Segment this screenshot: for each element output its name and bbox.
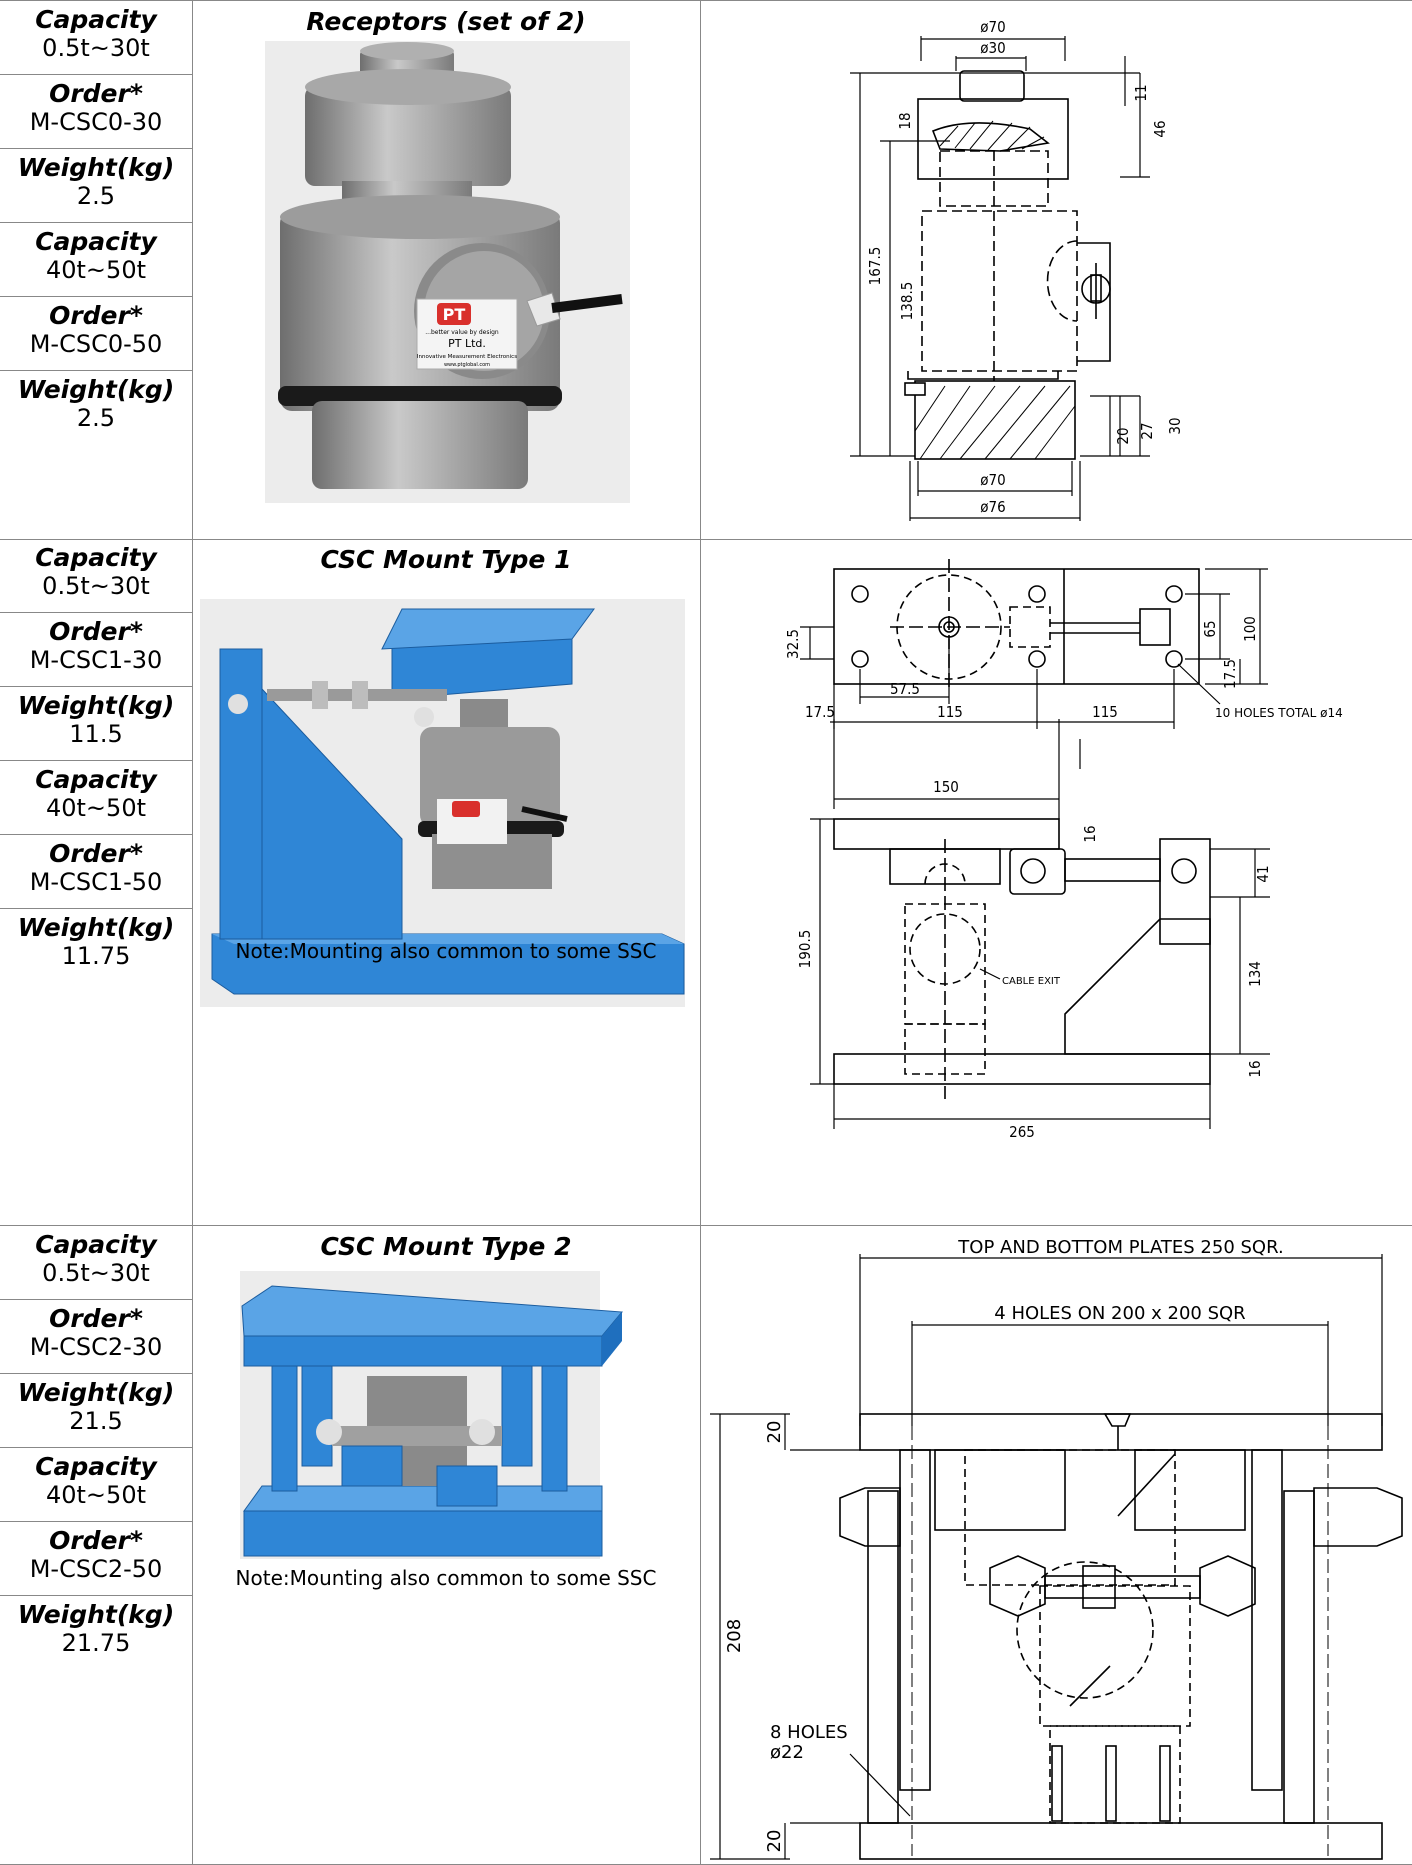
dim-label: 100 bbox=[1241, 616, 1259, 642]
dim-label: 65 bbox=[1201, 620, 1219, 637]
mount-type-2-technical-drawing: TOP AND BOTTOM PLATES 250 SQR. 4 HOLES O… bbox=[710, 1237, 1403, 1860]
dim-label: 30 bbox=[1166, 417, 1184, 434]
dim-label: ø30 bbox=[980, 39, 1005, 57]
dim-label: 20 bbox=[764, 1421, 785, 1444]
label-url: www.ptglobal.com bbox=[444, 362, 490, 368]
dim-label: 150 bbox=[933, 778, 959, 796]
dim-label: 17.5 bbox=[1221, 659, 1239, 689]
spec-order: Order*M-CSC1-30 bbox=[0, 613, 192, 687]
image-column: CSC Mount Type 2 Note:Mounting also bbox=[192, 1226, 701, 1864]
drawing-column: TOP AND BOTTOM PLATES 250 SQR. 4 HOLES O… bbox=[700, 1226, 1412, 1864]
pt-logo: PT bbox=[443, 305, 466, 324]
image-column: Receptors (set of 2) PT bbox=[192, 1, 701, 539]
dim-label: ø70 bbox=[980, 471, 1005, 489]
section-title: Receptors (set of 2) bbox=[306, 7, 586, 36]
dim-label: ø76 bbox=[980, 498, 1005, 516]
spec-order: Order*M-CSC2-50 bbox=[0, 1522, 192, 1596]
dim-label: 265 bbox=[1009, 1123, 1035, 1141]
mount-type-1-technical-drawing: 32.5 57.5 17.5 115 115 65 100 17.5 10 HO… bbox=[784, 559, 1343, 1141]
dim-label: 16 bbox=[1246, 1060, 1264, 1077]
dim-label: 20 bbox=[1114, 427, 1132, 444]
dim-label: 20 bbox=[764, 1830, 785, 1853]
receptor-technical-drawing: ø70 ø30 ø70 ø76 11 46 18 167.5 138.5 20 … bbox=[850, 18, 1184, 521]
dim-label: 167.5 bbox=[866, 247, 884, 286]
dim-label: 41 bbox=[1254, 865, 1272, 882]
dim-label: ø70 bbox=[980, 18, 1005, 36]
dim-label: 134 bbox=[1246, 961, 1264, 987]
spec-order: Order*M-CSC0-30 bbox=[0, 75, 192, 149]
dim-label: 32.5 bbox=[784, 629, 802, 659]
dim-label: 46 bbox=[1151, 120, 1169, 137]
mount-note: Note:Mounting also common to some SSC bbox=[235, 939, 657, 963]
spec-weight: Weight(kg)11.5 bbox=[0, 687, 192, 761]
spec-order: Order*M-CSC0-50 bbox=[0, 297, 192, 371]
spec-weight: Weight(kg)11.75 bbox=[17, 913, 175, 971]
spec-order: Order*M-CSC1-50 bbox=[0, 835, 192, 909]
dim-label: 11 bbox=[1132, 84, 1150, 101]
plates-note: TOP AND BOTTOM PLATES 250 SQR. bbox=[957, 1237, 1283, 1258]
holes-note: 8 HOLES bbox=[770, 1722, 848, 1743]
mount-note: Note:Mounting also common to some SSC bbox=[235, 1566, 657, 1590]
drawing-column: ø70 ø30 ø70 ø76 11 46 18 167.5 138.5 20 … bbox=[700, 1, 1412, 539]
spec-weight: Weight(kg)21.5 bbox=[0, 1374, 192, 1448]
mount-type-1-image bbox=[200, 599, 685, 1007]
dim-label: 18 bbox=[896, 112, 914, 129]
label-subtitle: Innovative Measurement Electronics bbox=[417, 354, 517, 360]
spec-weight: Weight(kg)21.75 bbox=[17, 1600, 175, 1658]
dim-label: 208 bbox=[724, 1619, 745, 1653]
holes-note: 4 HOLES ON 200 x 200 SQR bbox=[994, 1303, 1245, 1324]
spec-order: Order*M-CSC2-30 bbox=[0, 1300, 192, 1374]
dim-label: 17.5 bbox=[805, 703, 835, 721]
mount-type-2-image bbox=[240, 1271, 624, 1559]
spec-weight: Weight(kg)2.5 bbox=[0, 149, 192, 223]
spec-weight: Weight(kg)2.5 bbox=[17, 375, 175, 433]
load-cell-receptor-image: PT ...better value by design PT Ltd. Inn… bbox=[265, 41, 630, 503]
dim-label: 138.5 bbox=[898, 282, 916, 321]
label-company: PT Ltd. bbox=[448, 337, 486, 350]
holes-note: ø22 bbox=[770, 1742, 804, 1763]
label-tagline: ...better value by design bbox=[425, 329, 499, 336]
section-title: CSC Mount Type 1 bbox=[320, 545, 572, 574]
drawing-column: 32.5 57.5 17.5 115 115 65 100 17.5 10 HO… bbox=[700, 539, 1412, 1225]
dim-label: 115 bbox=[1092, 703, 1118, 721]
dim-label: 190.5 bbox=[796, 930, 814, 969]
image-column: CSC Mount Type 1 bbox=[192, 539, 701, 1225]
dim-label: 57.5 bbox=[890, 680, 920, 698]
cable-exit-note: CABLE EXIT bbox=[1002, 976, 1061, 987]
section-title: CSC Mount Type 2 bbox=[320, 1232, 572, 1261]
dim-label: 27 bbox=[1138, 422, 1156, 439]
dim-label: 115 bbox=[937, 703, 963, 721]
holes-note: 10 HOLES TOTAL ø14 bbox=[1215, 706, 1343, 720]
dim-label: 16 bbox=[1081, 825, 1099, 842]
